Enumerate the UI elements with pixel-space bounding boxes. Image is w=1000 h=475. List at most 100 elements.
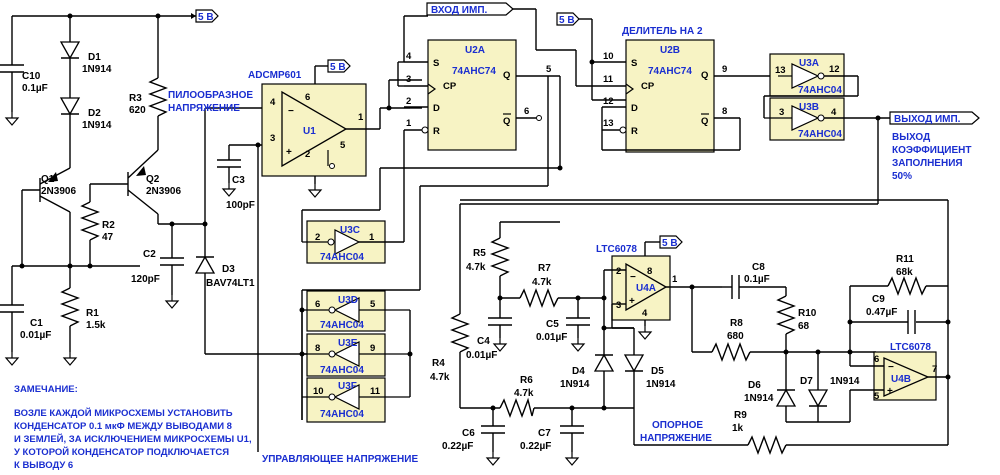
svg-text:D1: D1: [88, 52, 101, 63]
ic-u3d-inverter: U3D 74AHC04 6 5: [302, 290, 410, 332]
svg-text:Q: Q: [701, 70, 708, 81]
svg-text:74AHC04: 74AHC04: [320, 409, 364, 420]
svg-text:D6: D6: [748, 380, 761, 391]
svg-text:74AHC04: 74AHC04: [798, 85, 842, 96]
svg-text:1N914: 1N914: [82, 64, 112, 75]
svg-text:680: 680: [727, 331, 744, 342]
svg-text:+: +: [286, 147, 292, 158]
resistor-r11: R11 68k: [887, 254, 927, 296]
svg-text:ВОЗЛЕ КАЖДОЙ МИКРОСХЕМЫ УСТАНО: ВОЗЛЕ КАЖДОЙ МИКРОСХЕМЫ УСТАНОВИТЬ: [14, 407, 233, 419]
transistor-q1: Q1 2N3906: [21, 155, 76, 266]
svg-text:100pF: 100pF: [226, 200, 255, 211]
svg-text:2: 2: [305, 149, 310, 160]
ic-u3f-inverter: U3F 74AHC04 10 11: [302, 377, 410, 423]
svg-text:4: 4: [642, 308, 648, 319]
svg-text:2: 2: [315, 232, 320, 243]
resistor-r7: R7 4.7k: [519, 263, 604, 308]
svg-text:ПИЛООБРАЗНОЕ: ПИЛООБРАЗНОЕ: [168, 90, 253, 101]
svg-text:Q: Q: [503, 116, 510, 127]
port-input-pulse: ВХОД ИМП.: [426, 2, 576, 51]
svg-text:R3: R3: [129, 93, 142, 104]
svg-text:1: 1: [672, 274, 678, 285]
svg-text:5: 5: [874, 391, 880, 402]
capacitor-c10: C10 0.1µF: [0, 64, 48, 126]
svg-text:C2: C2: [143, 249, 156, 260]
wire-u3def-outputs: [299, 307, 413, 420]
svg-text:1.5k: 1.5k: [86, 320, 106, 331]
svg-text:R7: R7: [538, 263, 551, 274]
resistor-r4: R4 4.7k: [430, 310, 470, 408]
svg-text:S: S: [433, 58, 439, 69]
label-sawtooth-voltage: ПИЛООБРАЗНОЕ НАПРЯЖЕНИЕ: [168, 90, 253, 114]
resistor-r10: R10 68: [776, 287, 817, 352]
svg-text:1N914: 1N914: [830, 376, 860, 387]
ic-u4b-opamp: − + U4B LTC6078 6 5 7: [873, 342, 937, 402]
svg-text:R10: R10: [798, 308, 817, 319]
svg-text:−: −: [630, 272, 636, 283]
wire-r5-r7-node: [497, 295, 520, 318]
svg-text:ОПОРНОЕ: ОПОРНОЕ: [652, 420, 703, 431]
svg-text:0.22µF: 0.22µF: [520, 441, 551, 452]
svg-text:R: R: [433, 126, 440, 137]
svg-text:R6: R6: [520, 375, 533, 386]
svg-text:74AHC04: 74AHC04: [798, 129, 842, 140]
svg-text:5: 5: [546, 64, 552, 75]
transistor-q2: Q2 2N3906: [89, 149, 181, 224]
svg-text:C6: C6: [462, 428, 475, 439]
svg-text:0.22µF: 0.22µF: [442, 441, 473, 452]
diode-d3: D3 BAV74LT1: [194, 224, 315, 355]
svg-text:ВХОД ИМП.: ВХОД ИМП.: [431, 5, 488, 16]
label-reference-voltage: ОПОРНОЕ НАПРЯЖЕНИЕ: [640, 420, 712, 444]
svg-text:5: 5: [370, 299, 376, 310]
svg-text:120pF: 120pF: [131, 274, 160, 285]
capacitor-c4: C4 0.01µF: [466, 317, 512, 361]
ic-u3b-inverter: U3B 74AHC04 3 4: [764, 97, 890, 141]
ic-u3e-inverter: U3E 74AHC04 8 9: [299, 333, 410, 377]
wire-u1-plus-input: C3 100pF: [217, 142, 262, 452]
svg-text:S: S: [631, 58, 637, 69]
svg-text:1: 1: [406, 118, 412, 129]
svg-text:C4: C4: [477, 336, 490, 347]
diode-d7: D7 1N914: [786, 352, 860, 423]
label-divider-by-two: ДЕЛИТЕЛЬ НА 2: [622, 26, 703, 37]
svg-text:5: 5: [340, 140, 346, 151]
svg-text:U3F: U3F: [338, 381, 357, 392]
capacitor-c6: C6 0.22µF: [442, 408, 505, 466]
svg-text:0.47µF: 0.47µF: [866, 307, 897, 318]
diode-d6: D6 1N914: [744, 352, 797, 422]
svg-text:CP: CP: [641, 81, 655, 92]
svg-text:0.01µF: 0.01µF: [536, 332, 567, 343]
svg-text:D: D: [433, 103, 440, 114]
svg-text:КОЭФФИЦИЕНТ: КОЭФФИЦИЕНТ: [892, 145, 971, 156]
diode-d5: D5 1N914: [623, 354, 676, 408]
svg-text:8: 8: [722, 106, 727, 117]
svg-text:11: 11: [370, 386, 381, 397]
svg-text:1N914: 1N914: [646, 379, 676, 390]
capacitor-c5: C5 0.01µF: [536, 298, 590, 352]
svg-text:4: 4: [406, 51, 412, 62]
supply-flag-5v-top: 5 В: [191, 9, 219, 23]
svg-text:U3A: U3A: [799, 58, 819, 69]
svg-text:C3: C3: [232, 175, 245, 186]
supply-flag-5v-u2b: 5 В: [556, 12, 626, 101]
svg-text:12: 12: [829, 64, 840, 75]
svg-text:0.1µF: 0.1µF: [744, 274, 770, 285]
svg-text:74AHC04: 74AHC04: [320, 320, 364, 331]
svg-text:6: 6: [874, 354, 879, 365]
svg-text:6: 6: [524, 106, 529, 117]
ic-u4a-opamp: − + U4A LTC6078 2 3 8 4 1: [596, 241, 678, 340]
svg-text:U4B: U4B: [891, 374, 911, 385]
svg-text:U3E: U3E: [338, 338, 358, 349]
svg-text:U2B: U2B: [660, 45, 680, 56]
svg-text:U3C: U3C: [340, 225, 360, 236]
svg-text:И ЗЕМЛЕЙ, ЗА ИСКЛЮЧЕНИЕМ МИКРО: И ЗЕМЛЕЙ, ЗА ИСКЛЮЧЕНИЕМ МИКРОСХЕМЫ U1,: [14, 433, 252, 445]
svg-text:5 В: 5 В: [330, 62, 346, 73]
svg-text:C1: C1: [30, 318, 43, 329]
svg-text:К ВЫВОДУ 6: К ВЫВОДУ 6: [14, 460, 73, 471]
label-duty-cycle-output: ВЫХОД КОЭФФИЦИЕНТ ЗАПОЛНЕНИЯ 50%: [892, 132, 971, 182]
wire-u4b-feedback: [460, 199, 951, 445]
svg-text:2N3906: 2N3906: [146, 186, 181, 197]
svg-text:5 В: 5 В: [198, 12, 214, 23]
svg-text:3: 3: [406, 74, 411, 85]
svg-text:6: 6: [315, 299, 320, 310]
